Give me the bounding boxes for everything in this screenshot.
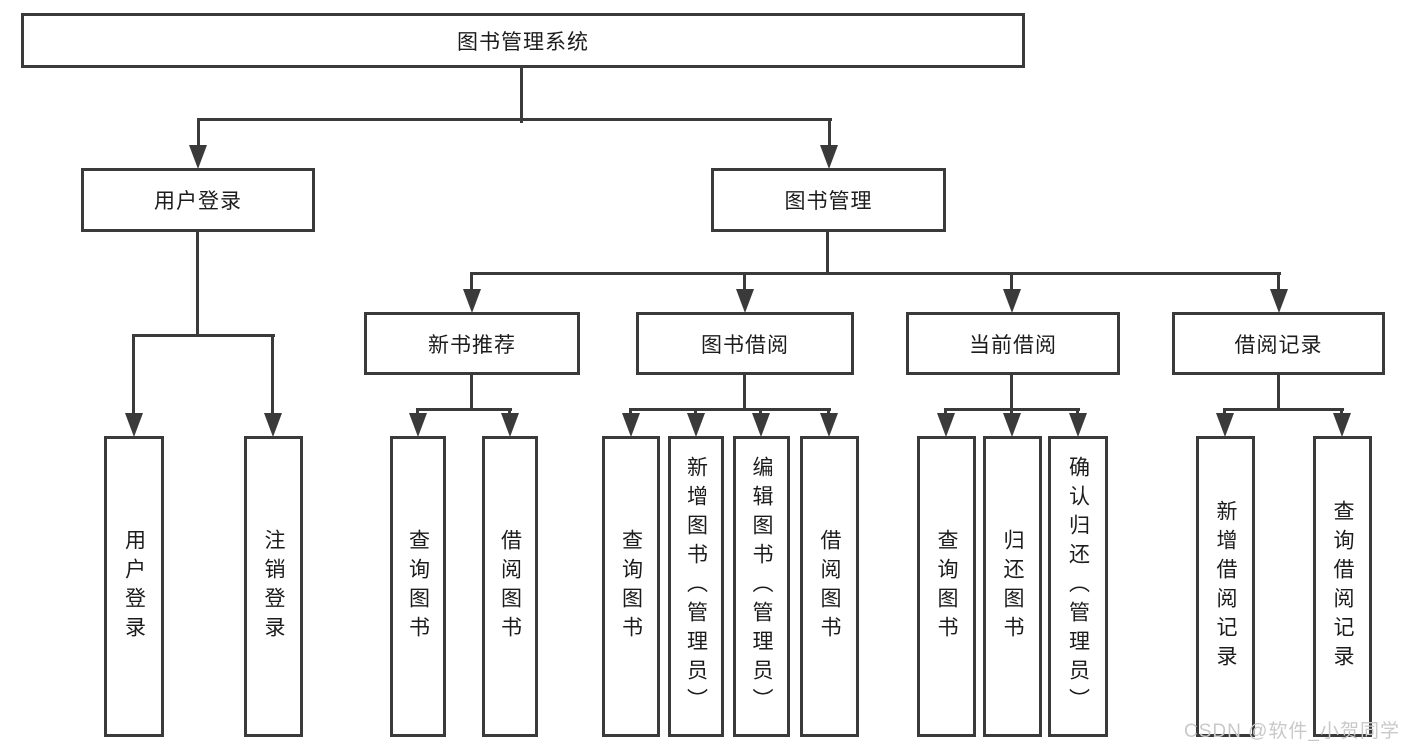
connector-line	[826, 232, 829, 275]
arrowhead-down	[687, 413, 705, 437]
arrowhead-down	[820, 413, 838, 437]
connector-line	[827, 408, 830, 416]
connector-line	[508, 408, 511, 416]
node-user-login: 用户登录	[81, 168, 315, 232]
node-logout: 注销登录	[244, 436, 303, 737]
arrowhead-down	[125, 413, 143, 437]
connector-line	[828, 118, 831, 146]
arrowhead-down	[1003, 289, 1021, 313]
arrowhead-down	[1333, 413, 1351, 437]
node-add-borrow-record: 新增借阅记录	[1196, 436, 1255, 737]
arrowhead-down	[820, 145, 838, 169]
connector-line	[470, 272, 473, 290]
arrowhead-down	[937, 413, 955, 437]
connector-line	[743, 375, 746, 411]
connector-line	[416, 408, 419, 416]
connector-line	[470, 375, 473, 411]
connector-line	[1223, 408, 1344, 411]
connector-line	[416, 408, 512, 411]
arrowhead-down	[1003, 413, 1021, 437]
arrowhead-down	[736, 289, 754, 313]
arrowhead-down	[409, 413, 427, 437]
connector-line	[743, 272, 746, 290]
node-return-books: 归还图书	[983, 436, 1042, 737]
connector-line	[1277, 375, 1280, 411]
connector-line	[629, 408, 632, 416]
node-add-books-admin: 新增图书（管理员）	[668, 436, 724, 737]
node-confirm-return-admin: 确认归还（管理员）	[1048, 436, 1108, 737]
node-query-books-2: 查询图书	[602, 436, 660, 737]
connector-line	[1223, 408, 1226, 416]
node-borrow-books-1: 借阅图书	[482, 436, 538, 737]
node-new-book-recommend: 新书推荐	[364, 312, 580, 375]
connector-line	[197, 118, 200, 146]
node-borrow-books-2: 借阅图书	[800, 436, 859, 737]
arrowhead-down	[1069, 413, 1087, 437]
arrowhead-down	[622, 413, 640, 437]
connector-line	[271, 334, 274, 414]
connector-line	[694, 408, 697, 416]
node-query-borrow-record: 查询借阅记录	[1313, 436, 1372, 737]
connector-line	[132, 334, 135, 414]
node-book-management: 图书管理	[711, 168, 946, 232]
connector-line	[520, 68, 523, 123]
connector-line	[759, 408, 762, 416]
csdn-watermark: CSDN @软件_小贺同学	[1184, 721, 1400, 742]
connector-line	[629, 408, 831, 411]
arrowhead-down	[1270, 289, 1288, 313]
node-user-login-leaf: 用户登录	[104, 436, 164, 737]
connector-line	[1010, 375, 1013, 411]
connector-line	[1076, 408, 1079, 416]
connector-line	[1340, 408, 1343, 416]
connector-line	[1010, 272, 1013, 290]
arrowhead-down	[501, 413, 519, 437]
node-query-books-1: 查询图书	[390, 436, 446, 737]
connector-line	[470, 272, 1281, 275]
connector-line	[196, 232, 199, 337]
arrowhead-down	[264, 413, 282, 437]
node-book-borrowing: 图书借阅	[636, 312, 854, 375]
arrowhead-down	[189, 145, 207, 169]
node-edit-books-admin: 编辑图书（管理员）	[733, 436, 790, 737]
node-query-books-3: 查询图书	[917, 436, 976, 737]
arrowhead-down	[752, 413, 770, 437]
connector-line	[1277, 272, 1280, 290]
connector-line	[197, 118, 832, 121]
arrowhead-down	[463, 289, 481, 313]
connector-line	[1010, 408, 1013, 416]
connector-line	[132, 334, 275, 337]
node-current-borrowing: 当前借阅	[906, 312, 1120, 375]
arrowhead-down	[1216, 413, 1234, 437]
node-library-system: 图书管理系统	[21, 13, 1025, 68]
node-borrowing-records: 借阅记录	[1172, 312, 1385, 375]
connector-line	[944, 408, 947, 416]
